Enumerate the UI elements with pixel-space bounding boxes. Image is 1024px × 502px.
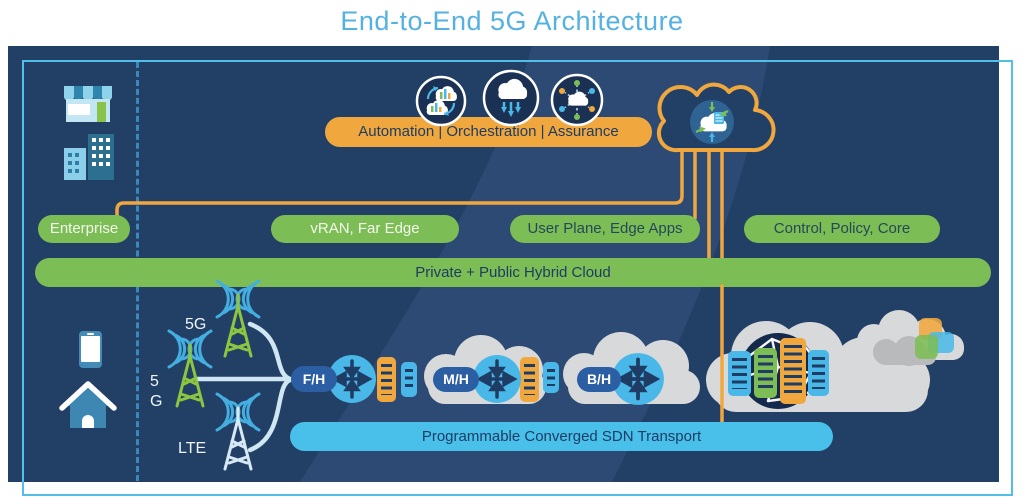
sdn-transport-bar: Programmable Converged SDN Transport bbox=[290, 422, 833, 451]
tower-5g-small-cell bbox=[215, 280, 261, 358]
tower-lte bbox=[215, 392, 261, 471]
vran-far-edge-pill: vRAN, Far Edge bbox=[271, 215, 459, 243]
tower-5g-macro bbox=[167, 329, 213, 408]
enterprise-pill: Enterprise bbox=[38, 215, 130, 243]
hybrid-cloud-bar: Private + Public Hybrid Cloud bbox=[35, 258, 991, 287]
server-rack-green bbox=[754, 348, 777, 398]
house-icon bbox=[59, 381, 117, 428]
server-rack-blue bbox=[401, 362, 417, 397]
automation-banner: Automation | Orchestration | Assurance bbox=[325, 117, 652, 147]
server-rack-blue bbox=[808, 350, 829, 396]
tower-lte-label: LTE bbox=[178, 440, 207, 457]
tower-5g-macro-label: 5 G bbox=[150, 373, 163, 410]
backhaul-pill: B/H bbox=[577, 367, 621, 392]
tower-5g-small-cell-label: 5G bbox=[185, 316, 207, 333]
server-rack-orange bbox=[377, 357, 396, 402]
access-towers bbox=[167, 280, 293, 471]
access-curves bbox=[193, 321, 293, 453]
control-policy-core-pill: Control, Policy, Core bbox=[744, 215, 940, 243]
user-plane-pill: User Plane, Edge Apps bbox=[510, 215, 700, 243]
server-rack-blue bbox=[728, 351, 751, 396]
server-rack-blue bbox=[543, 362, 559, 393]
buildings-icon bbox=[64, 134, 114, 180]
accent-frame bbox=[22, 60, 1013, 496]
page-title: End-to-End 5G Architecture bbox=[340, 6, 684, 36]
smartphone-icon bbox=[79, 331, 102, 368]
app-tile-green bbox=[915, 335, 938, 359]
fronthaul-pill: F/H bbox=[291, 366, 337, 392]
server-rack-orange bbox=[520, 357, 539, 402]
storefront-icon bbox=[64, 86, 112, 126]
midhaul-pill: M/H bbox=[433, 367, 479, 392]
server-rack-orange bbox=[780, 338, 806, 404]
